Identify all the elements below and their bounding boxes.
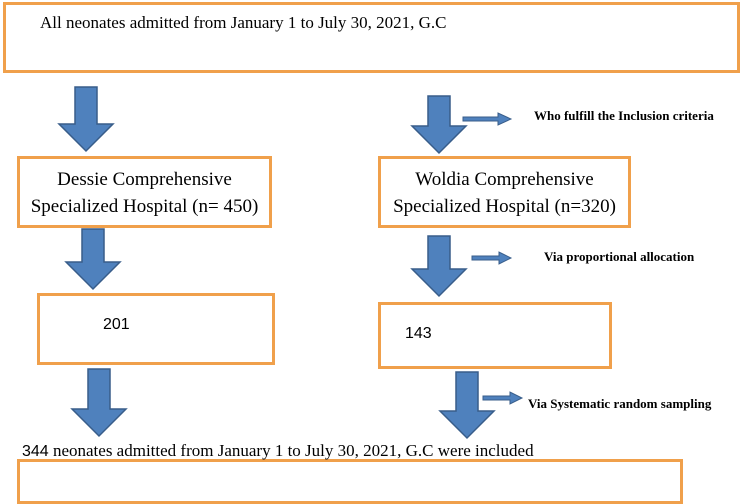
down-arrow-201-to-bottom	[70, 368, 128, 438]
woldia-hospital-count: Specialized Hospital (n=320)	[393, 196, 616, 217]
dessie-sample-box: 201	[37, 293, 275, 365]
included-description: neonates admitted from January 1 to July…	[48, 441, 534, 460]
systematic-sampling-note: Via Systematic random sampling	[528, 396, 712, 411]
down-arrow-to-143	[410, 235, 468, 298]
dessie-hospital-name: Dessie Comprehensive	[57, 169, 232, 190]
woldia-sample-box: 143	[378, 302, 612, 369]
inclusion-criteria-note: Who fulfill the Inclusion criteria	[534, 108, 714, 123]
woldia-hospital-name: Woldia Comprehensive	[415, 169, 594, 190]
included-neonates-box: 344 neonates admitted from January 1 to …	[17, 441, 683, 504]
included-neonates-text: 344 neonates admitted from January 1 to …	[22, 441, 534, 461]
down-arrow-to-201	[64, 228, 122, 291]
dessie-hospital-box: Dessie Comprehensive Specialized Hospita…	[17, 156, 272, 228]
down-arrow-to-woldia	[410, 95, 468, 155]
dessie-hospital-count: Specialized Hospital (n= 450)	[30, 196, 259, 217]
all-neonates-text: All neonates admitted from January 1 to …	[40, 13, 447, 32]
woldia-sample-value: 143	[405, 325, 432, 342]
right-arrow-allocation	[471, 251, 513, 265]
included-count: 344	[22, 443, 49, 460]
down-arrow-143-to-bottom	[438, 371, 496, 440]
proportional-allocation-note: Via proportional allocation	[544, 249, 695, 264]
dessie-sample-value: 201	[103, 316, 130, 333]
right-arrow-inclusion	[462, 112, 513, 126]
all-neonates-box: All neonates admitted from January 1 to …	[3, 2, 740, 73]
down-arrow-to-dessie	[57, 86, 115, 153]
woldia-hospital-box: Woldia Comprehensive Specialized Hospita…	[378, 156, 631, 228]
right-arrow-sampling	[482, 391, 524, 405]
